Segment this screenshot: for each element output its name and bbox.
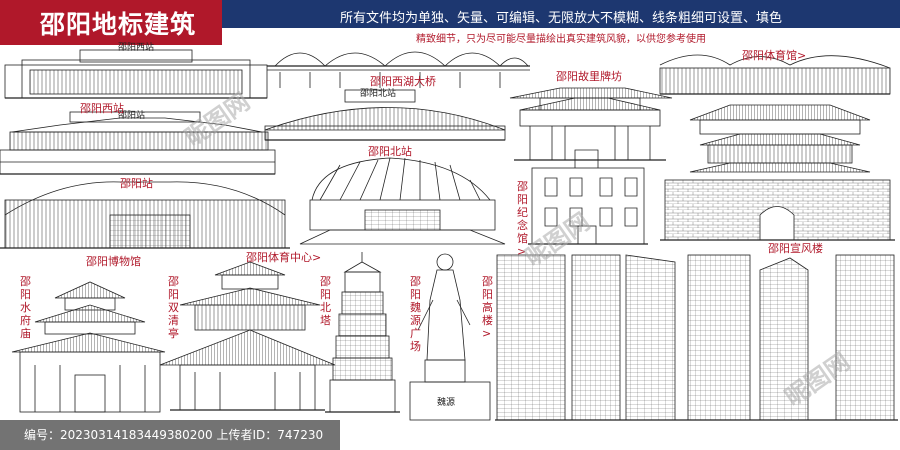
statue-base-sign: 魏源 [437, 398, 456, 408]
label-xizhan: 邵阳西站 [80, 102, 124, 115]
beita-pagoda-art [325, 252, 400, 413]
footer-bar: 编号：20230314183449380200 上传者ID：747230 [0, 420, 340, 450]
xuanfeng-tower-art [660, 104, 895, 241]
shuifu-temple-art [11, 281, 166, 413]
zhan-roof-sign: 邵阳站 [118, 111, 146, 121]
title-block: 邵阳地标建筑 [0, 0, 222, 45]
label-shuangqing-pavilion: 邵阳双清亭 [168, 275, 179, 340]
detail-subline: 精致细节，只为尽可能尽量描绘出真实建筑风貌，以供您参考使用 [416, 34, 706, 45]
banner-text: 所有文件均为单独、矢量、可编辑、无限放大不模糊、线条粗细可设置、填色 [339, 11, 782, 26]
label-sports-center[interactable]: 邵阳体育中心> [246, 251, 322, 264]
memorial-hall-art [528, 149, 648, 245]
shuangqing-pavilion-art [159, 261, 336, 411]
label-memorial-hall[interactable]: 邵阳纪念馆> [517, 180, 528, 258]
label-gulifang: 邵阳故里牌坊 [556, 70, 622, 83]
xizhan-station-art [4, 49, 268, 99]
header: 邵阳地标建筑 所有文件均为单独、矢量、可编辑、无限放大不模糊、线条粗细可设置、填… [0, 0, 900, 45]
label-shaoyang-station: 邵阳站 [120, 177, 153, 190]
gymnasium-art [659, 54, 891, 95]
shaoyang-station-art [0, 111, 276, 175]
label-xuanfeng-tower: 邵阳宣风楼 [768, 242, 823, 255]
xihu-bridge-art [267, 51, 530, 88]
label-xihu-bridge: 邵阳西湖大桥 [370, 75, 436, 88]
gulifang-arch-art [509, 87, 673, 161]
museum-art [0, 181, 290, 249]
label-skyscrapers[interactable]: 邵阳高楼> [482, 275, 493, 340]
weiyuan-statue-art [409, 253, 491, 421]
sports-center-art [299, 157, 506, 245]
page-title: 邵阳地标建筑 [40, 10, 197, 39]
skyscrapers-art [495, 254, 898, 421]
beizhan-roof-sign: 邵阳北站 [360, 89, 397, 99]
label-beizhan: 邵阳北站 [368, 145, 412, 158]
feature-banner: 所有文件均为单独、矢量、可编辑、无限放大不模糊、线条粗细可设置、填色 [222, 0, 900, 28]
label-gymnasium[interactable]: 邵阳体育馆> [742, 49, 807, 62]
footer-id-text: 编号：20230314183449380200 上传者ID：747230 [24, 428, 324, 442]
xizhan-roof-sign: 邵阳西站 [118, 43, 155, 53]
label-weiyuan-square: 邵阳魏源广场 [410, 275, 421, 353]
label-beita: 邵阳北塔 [320, 275, 331, 327]
label-museum: 邵阳博物馆 [86, 255, 141, 268]
label-shuifu-temple: 邵阳水府庙 [20, 275, 31, 340]
